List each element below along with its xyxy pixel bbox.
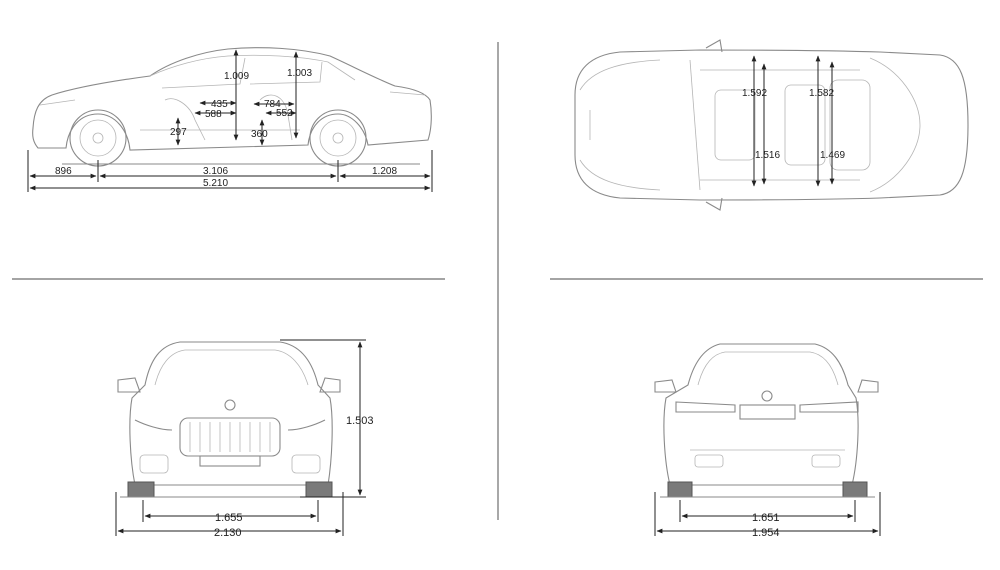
overall-length-label: 5.210	[203, 178, 228, 189]
legroom-588-label: 588	[205, 109, 222, 120]
legroom-784-label: 784	[264, 99, 281, 110]
rear-view-car	[654, 343, 879, 498]
headroom-front-label: 1.009	[224, 71, 249, 82]
rear-view-dims	[654, 492, 881, 536]
rear-shoulder-width-label: 1.582	[809, 88, 834, 99]
headroom-rear-label: 1.003	[287, 68, 312, 79]
width-with-mirrors-label: 2.130	[214, 527, 242, 539]
side-view-car	[32, 47, 432, 167]
seat-height-front-label: 297	[170, 127, 187, 138]
top-view-dims	[751, 55, 835, 187]
legroom-435-label: 435	[211, 99, 228, 110]
front-view-car	[117, 341, 345, 498]
front-shoulder-width-label: 1.592	[742, 88, 767, 99]
side-view-length-dims	[27, 150, 433, 192]
front-elbow-width-label: 1.516	[755, 150, 780, 161]
rear-elbow-width-label: 1.469	[820, 150, 845, 161]
side-view-interior-dims	[175, 49, 299, 146]
rear-overhang-label: 1.208	[372, 166, 397, 177]
front-overhang-label: 896	[55, 166, 72, 177]
rear-width-label: 1.954	[752, 527, 780, 539]
rear-track-label: 1.651	[752, 512, 780, 524]
wheelbase-label: 3.106	[203, 166, 228, 177]
seat-height-rear-label: 360	[251, 129, 268, 140]
front-view-dims	[115, 339, 366, 536]
legroom-552-label: 552	[276, 108, 293, 119]
top-view-car	[574, 39, 969, 211]
front-track-label: 1.655	[215, 512, 243, 524]
height-label: 1.503	[346, 415, 374, 427]
